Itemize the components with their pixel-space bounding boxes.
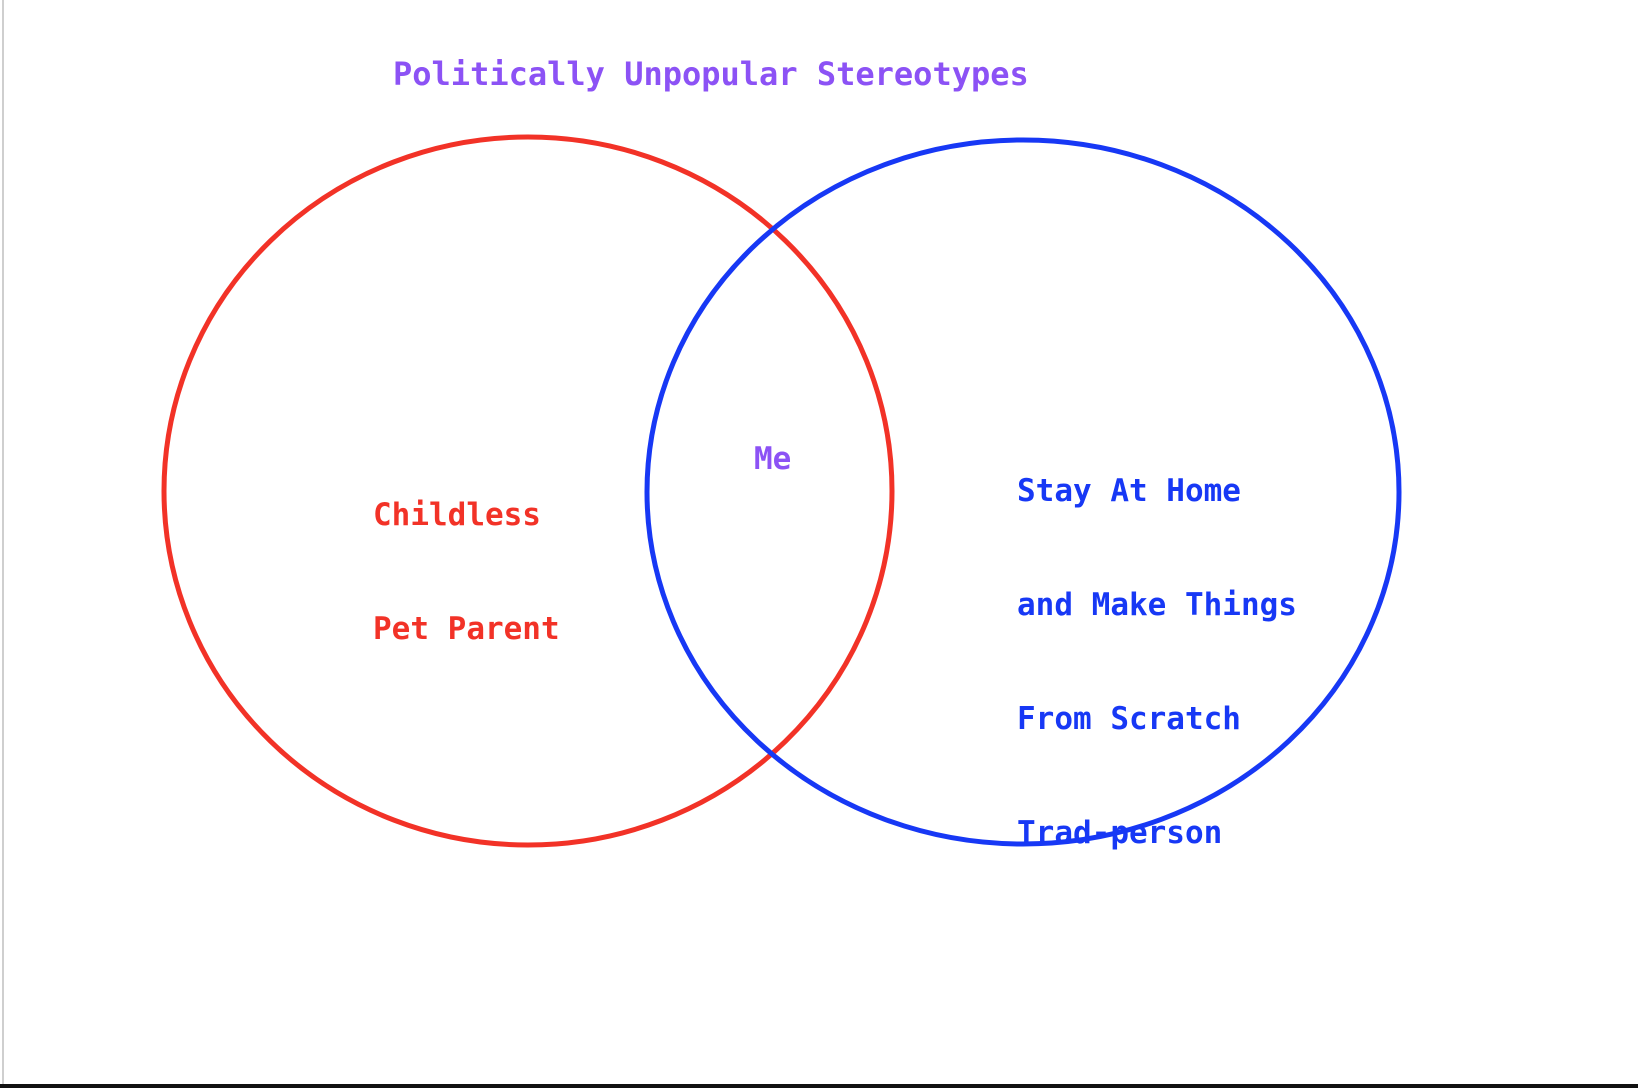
left-border <box>2 0 4 1084</box>
right-set-label-line: Trad-person <box>1017 815 1223 851</box>
diagram-title: Politically Unpopular Stereotypes <box>393 55 1029 93</box>
left-set-label-line: Pet Parent <box>373 611 560 647</box>
left-set-label-line: Childless <box>373 497 541 533</box>
intersection-label: Me <box>754 441 792 477</box>
right-set-label-line: and Make Things <box>1017 587 1297 623</box>
right-set-circle <box>644 137 1402 847</box>
left-set-circle <box>161 134 895 848</box>
right-set-label: Stay At Home and Make Things From Scratc… <box>1017 396 1297 928</box>
right-set-label-line: Stay At Home <box>1017 473 1241 509</box>
bottom-border <box>0 1084 1638 1088</box>
right-set-label-line: From Scratch <box>1017 701 1241 737</box>
left-set-label: Childless Pet Parent <box>373 420 560 724</box>
